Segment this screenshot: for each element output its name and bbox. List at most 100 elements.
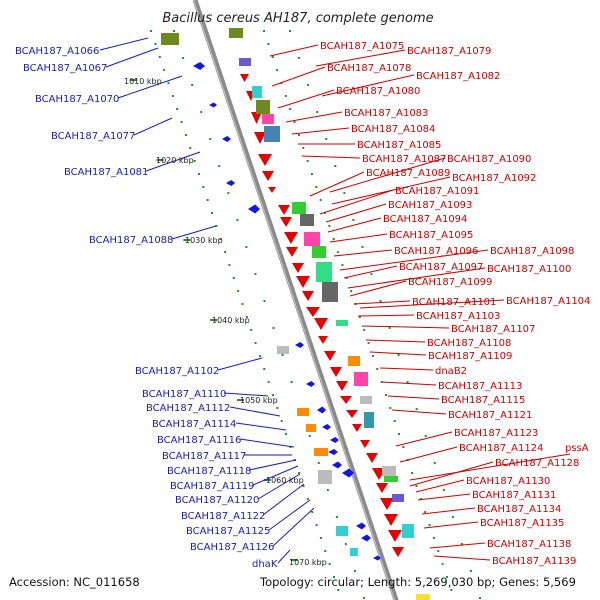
gene-label-right[interactable]: BCAH187_A1100 <box>487 264 571 275</box>
gene-label-right[interactable]: BCAH187_A1134 <box>477 504 561 515</box>
gene-label-left[interactable]: dhaK <box>252 559 278 570</box>
label-leader-line <box>429 542 486 549</box>
gene-label-left[interactable]: BCAH187_A1112 <box>146 403 230 414</box>
kbp-mark: 1060 kbp <box>266 476 304 485</box>
tick-mark <box>433 462 436 464</box>
gene-label-right[interactable]: BCAH187_A1080 <box>336 86 420 97</box>
gene-label-right[interactable]: BCAH187_A1098 <box>490 246 574 257</box>
gene-label-left[interactable]: BCAH187_A1119 <box>170 481 254 492</box>
label-leader-line <box>301 155 361 159</box>
gene-label-right[interactable]: BCAH187_A1139 <box>492 556 576 567</box>
gene-label-left[interactable]: BCAH187_A1117 <box>162 451 246 462</box>
label-leader-line <box>415 479 465 493</box>
label-leader-line <box>325 203 387 223</box>
gene-label-right[interactable]: BCAH187_A1094 <box>383 214 467 225</box>
gene-label-left[interactable]: BCAH187_A1081 <box>64 167 148 178</box>
gene-label-left[interactable]: BCAH187_A1077 <box>51 131 135 142</box>
gene-label-right[interactable]: BCAH187_A1113 <box>438 381 522 392</box>
tick-mark <box>379 300 382 302</box>
gene-label-right[interactable]: BCAH187_A1095 <box>389 230 473 241</box>
major-tick <box>183 239 191 241</box>
forward-gene <box>193 62 205 70</box>
tick-mark <box>302 147 305 149</box>
reverse-gene <box>336 381 348 391</box>
reverse-gene <box>302 291 314 301</box>
label-leader-line <box>262 483 305 516</box>
gene-label-left[interactable]: BCAH187_A1066 <box>15 46 99 57</box>
gene-label-right[interactable]: BCAH187_A1138 <box>487 539 571 550</box>
gene-label-right[interactable]: BCAH187_A1085 <box>357 140 441 151</box>
gene-label-right[interactable]: BCAH187_A1099 <box>408 277 492 288</box>
tick-mark <box>209 138 212 140</box>
gene-label-left[interactable]: BCAH187_A1110 <box>142 389 226 400</box>
gene-label-left[interactable]: BCAH187_A1126 <box>190 542 274 553</box>
gene-label-right[interactable]: BCAH187_A1090 <box>447 154 531 165</box>
tick-mark <box>197 173 200 175</box>
gene-label-right[interactable]: BCAH187_A1087 <box>362 154 446 165</box>
reverse-gene <box>324 351 336 361</box>
gene-label-right[interactable]: BCAH187_A1107 <box>451 324 535 335</box>
gene-label-right[interactable]: BCAH187_A1083 <box>344 108 428 119</box>
reverse-gene <box>380 498 394 510</box>
tick-mark <box>272 327 275 329</box>
label-leader-line <box>223 392 269 397</box>
gene-label-right[interactable]: pssA <box>565 443 589 454</box>
gene-label-right[interactable]: BCAH187_A1075 <box>320 41 404 52</box>
gene-label-left[interactable]: BCAH187_A1116 <box>157 435 241 446</box>
forward-gene <box>295 342 304 348</box>
gene-label-right[interactable]: BCAH187_A1097 <box>399 262 483 273</box>
gene-label-right[interactable]: BCAH187_A1103 <box>416 311 500 322</box>
gene-label-left[interactable]: BCAH187_A1088 <box>89 235 173 246</box>
gene-label-right[interactable]: BCAH187_A1104 <box>506 296 590 307</box>
gene-label-right[interactable]: BCAH187_A1091 <box>395 186 479 197</box>
gene-label-right[interactable]: BCAH187_A1096 <box>394 246 478 257</box>
gene-label-right[interactable]: BCAH187_A1082 <box>416 71 500 82</box>
tick-mark <box>285 433 288 435</box>
gene-label-right[interactable]: BCAH187_A1128 <box>495 458 579 469</box>
gene-label-right[interactable]: BCAH187_A1108 <box>427 338 511 349</box>
gene-label-right[interactable]: BCAH187_A1101 <box>412 297 496 308</box>
tick-mark <box>319 537 322 539</box>
label-leader-line <box>417 493 471 501</box>
gene-category-block <box>314 448 328 456</box>
gene-label-right[interactable]: BCAH187_A1092 <box>452 173 536 184</box>
gene-label-left[interactable]: BCAH187_A1125 <box>186 526 270 537</box>
gene-label-left[interactable]: BCAH187_A1067 <box>23 63 107 74</box>
gene-label-left[interactable]: BCAH187_A1122 <box>181 511 265 522</box>
gene-label-right[interactable]: BCAH187_A1124 <box>459 443 543 454</box>
gene-label-right[interactable]: BCAH187_A1121 <box>448 410 532 421</box>
gene-label-right[interactable]: BCAH187_A1135 <box>480 518 564 529</box>
gene-label-right[interactable]: BCAH187_A1123 <box>454 428 538 439</box>
gene-label-right[interactable]: BCAH187_A1109 <box>428 351 512 362</box>
gene-label-right[interactable]: BCAH187_A1078 <box>327 63 411 74</box>
gene-label-right[interactable]: BCAH187_A1115 <box>441 395 525 406</box>
gene-label-right[interactable]: BCAH187_A1079 <box>407 46 491 57</box>
gene-label-right[interactable]: BCAH187_A1131 <box>472 490 556 501</box>
gene-label-left[interactable]: BCAH187_A1118 <box>167 466 251 477</box>
gene-label-right[interactable]: BCAH187_A1089 <box>366 168 450 179</box>
tick-mark <box>350 290 353 292</box>
gene-label-right[interactable]: BCAH187_A1093 <box>388 200 472 211</box>
tick-mark <box>469 570 472 572</box>
gene-label-right[interactable]: BCAH187_A1084 <box>351 124 435 135</box>
label-leader-line <box>433 555 491 561</box>
gene-label-left[interactable]: BCAH187_A1114 <box>152 419 236 430</box>
gene-label-right[interactable]: BCAH187_A1130 <box>466 476 550 487</box>
reverse-gene <box>314 318 328 330</box>
gene-label-left[interactable]: BCAH187_A1120 <box>175 495 259 506</box>
reverse-gene <box>262 171 274 181</box>
tick-mark <box>315 524 318 526</box>
tick-mark <box>218 165 221 167</box>
tick-mark <box>306 160 309 162</box>
tick-mark <box>345 277 348 279</box>
tick-mark <box>361 246 364 248</box>
gene-label-left[interactable]: BCAH187_A1102 <box>135 366 219 377</box>
tick-mark <box>276 407 279 409</box>
gene-label-right[interactable]: dnaB2 <box>435 366 467 377</box>
reverse-gene <box>340 396 352 404</box>
gene-label-left[interactable]: BCAH187_A1070 <box>35 94 119 105</box>
kbp-mark: 1020 kbp <box>156 156 194 165</box>
gene-category-block <box>239 58 251 66</box>
reverse-gene <box>292 263 304 273</box>
label-leader-line <box>361 325 450 329</box>
